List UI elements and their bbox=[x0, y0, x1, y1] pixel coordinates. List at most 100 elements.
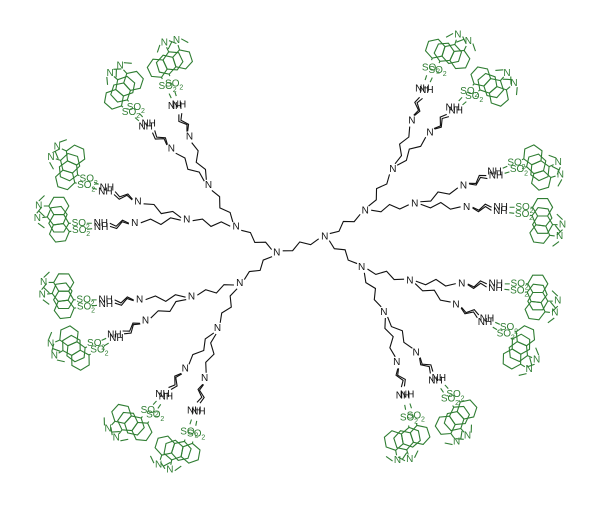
dendron-branch: N bbox=[384, 317, 400, 368]
naphthalene-ring bbox=[530, 170, 552, 191]
methyl-bond bbox=[37, 222, 45, 229]
naphthalene-ring bbox=[154, 435, 176, 456]
propyl-linker bbox=[168, 372, 182, 389]
naphthalene-ring bbox=[115, 75, 136, 97]
propyl-linker bbox=[414, 283, 451, 303]
branch-nitrogen-label: N bbox=[408, 116, 415, 127]
naphthalene-ring bbox=[46, 205, 68, 226]
branch-nitrogen-label: N bbox=[134, 196, 141, 207]
amide-nh-label: NH bbox=[487, 167, 501, 178]
branch-nitrogen-label: N bbox=[168, 144, 175, 155]
sulfonyl-label: SO bbox=[122, 107, 137, 118]
sulfonyl-subscript: 2 bbox=[443, 71, 447, 78]
dimethylamino-label: N bbox=[559, 219, 566, 230]
propyl-linker bbox=[328, 240, 358, 265]
propyl-linker bbox=[178, 114, 188, 132]
sulfonyl-label: SO bbox=[180, 427, 195, 438]
amide-nh-label: NH bbox=[141, 118, 155, 129]
amide-nh-label: NH bbox=[448, 105, 462, 116]
sulfonyl-label: SO bbox=[497, 328, 512, 339]
amide-nh-label: NH bbox=[155, 389, 169, 400]
sulfonyl-label: SO bbox=[77, 302, 92, 313]
amide-nh-label: NH bbox=[100, 183, 114, 194]
dendron-branch: N bbox=[201, 333, 217, 384]
aryl-amine-bond bbox=[55, 339, 61, 343]
dimethylamino-label: N bbox=[40, 277, 47, 288]
dimethylamino-label: N bbox=[166, 464, 173, 475]
methyl-bond bbox=[59, 139, 67, 143]
amide-nh-label: NH bbox=[98, 187, 112, 198]
sulfonyl-label: SO bbox=[72, 218, 87, 229]
naphthalene-ring bbox=[531, 215, 554, 234]
sulfonyl-label: SO bbox=[446, 389, 461, 400]
naphthalene-ring bbox=[456, 399, 478, 420]
amide-nh-label: NH bbox=[107, 329, 121, 340]
propyl-linker bbox=[363, 272, 382, 308]
methyl-bond bbox=[556, 166, 561, 175]
dimethylamino-label: N bbox=[454, 30, 461, 41]
sulfonyl-subscript: 2 bbox=[91, 186, 95, 193]
naphthalene-ring bbox=[400, 426, 421, 448]
sulfonamide-bond bbox=[93, 181, 99, 185]
methyl-bond bbox=[444, 442, 453, 446]
sulfonamide-bond bbox=[495, 321, 501, 325]
dendron-branch: N bbox=[168, 144, 205, 182]
amide-nh-label: NH bbox=[415, 83, 429, 94]
aryl-amine-bond bbox=[454, 39, 457, 45]
dimethylamino-label: N bbox=[47, 152, 54, 163]
dimethylamino-label: N bbox=[51, 350, 58, 361]
branch-nitrogen-label: N bbox=[389, 164, 396, 175]
methyl-bond bbox=[472, 43, 476, 52]
methyl-bond bbox=[43, 271, 50, 278]
aryl-amine-bond bbox=[159, 454, 163, 461]
amide-nh-label: NH bbox=[159, 392, 173, 403]
propyl-linker bbox=[384, 317, 396, 358]
methyl-bond bbox=[120, 438, 129, 442]
naphthalene-ring bbox=[393, 430, 415, 451]
methyl-bond bbox=[180, 38, 189, 44]
dimethylamino-label: N bbox=[406, 454, 413, 465]
dimethylamino-label: N bbox=[557, 169, 564, 180]
naphthalene-ring bbox=[441, 43, 463, 65]
naphthalene-ring bbox=[51, 282, 73, 302]
dendron-branch: N bbox=[420, 202, 470, 213]
propyl-linker bbox=[211, 189, 234, 223]
amide-nh-label: NH bbox=[493, 206, 507, 217]
naphthalene-ring bbox=[117, 411, 139, 432]
methyl-bond bbox=[43, 287, 50, 294]
sulfonamide-bond bbox=[101, 337, 107, 341]
dimethylamino-label: N bbox=[39, 289, 46, 300]
branch-nitrogen-label: N bbox=[426, 128, 433, 139]
propyl-linker bbox=[461, 306, 480, 316]
dendron-branch: N bbox=[136, 294, 186, 306]
dendron-branch: N bbox=[131, 217, 181, 229]
methyl-bond bbox=[397, 456, 406, 462]
methyl-bond bbox=[529, 357, 533, 366]
dimethylamino-label: N bbox=[394, 455, 401, 466]
branch-nitrogen-label: N bbox=[233, 222, 240, 233]
branch-nitrogen-label: N bbox=[136, 295, 143, 306]
propyl-linker bbox=[122, 322, 140, 332]
sulfonamide-bond bbox=[104, 342, 109, 347]
amide-nh-label: NH bbox=[488, 283, 502, 294]
naphthalene-ring bbox=[53, 273, 75, 292]
sulfonyl-label: SO bbox=[515, 209, 530, 220]
naphthalene-ring bbox=[531, 207, 553, 227]
methyl-bond bbox=[556, 213, 563, 221]
propyl-linker bbox=[419, 357, 434, 372]
aryl-amine-bond bbox=[450, 433, 455, 438]
propyl-linker bbox=[205, 333, 217, 373]
sulfonyl-label: SO bbox=[510, 164, 525, 175]
propyl-linker bbox=[467, 282, 487, 290]
naphthalene-ring bbox=[449, 49, 471, 70]
propyl-linker bbox=[191, 142, 207, 180]
sulfonyl-label: SO bbox=[77, 180, 92, 191]
sulfonyl-subscript: 2 bbox=[141, 108, 145, 115]
sulfonyl-subscript: 2 bbox=[160, 416, 164, 423]
